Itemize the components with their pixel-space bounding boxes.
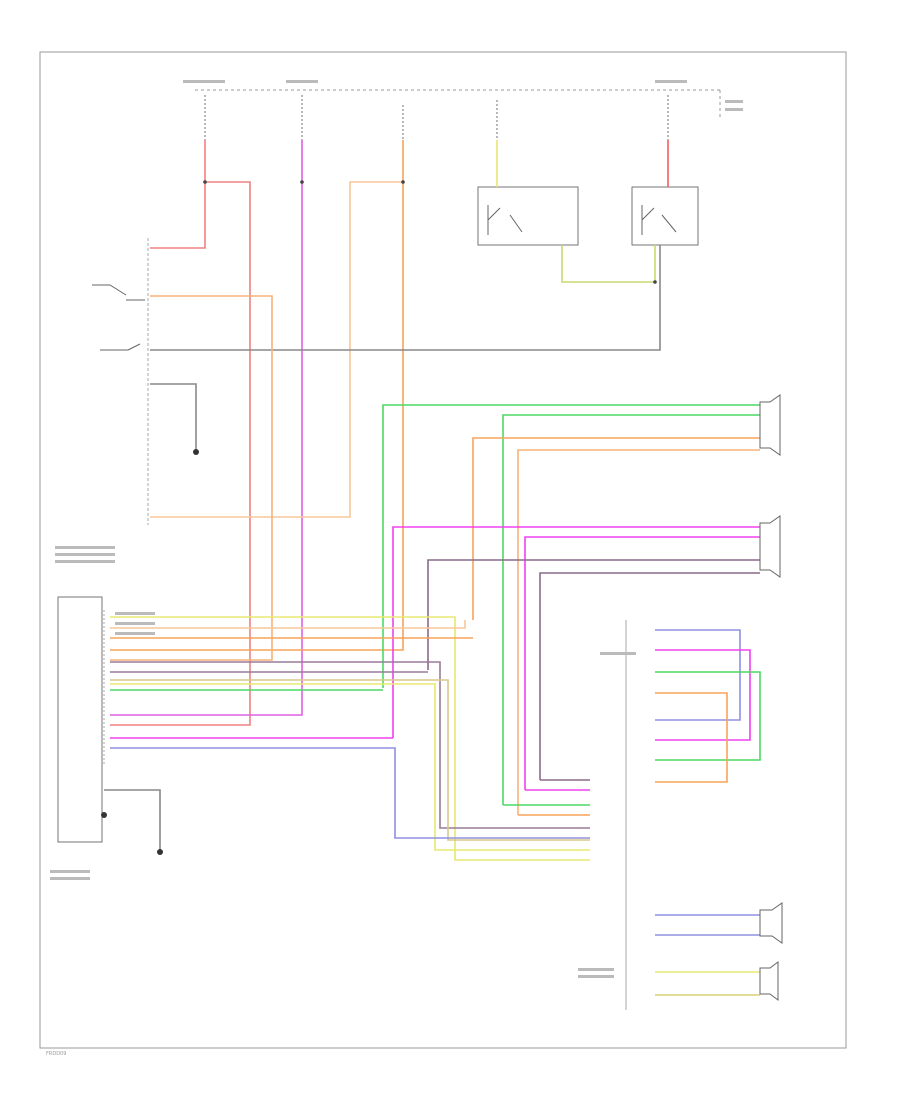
ground-icon [101, 449, 199, 855]
relay-icon [631, 186, 699, 246]
fuses [204, 95, 669, 140]
diagram-frame [39, 51, 847, 1049]
diagram-code: FRDD09 [46, 1051, 66, 1057]
wire-labels [50, 80, 743, 978]
speaker-icon [759, 394, 783, 1001]
wires [104, 140, 761, 996]
switch-icon [92, 205, 677, 351]
splices [203, 180, 657, 284]
radio-head-unit [57, 596, 103, 843]
relay-icon [477, 186, 579, 246]
